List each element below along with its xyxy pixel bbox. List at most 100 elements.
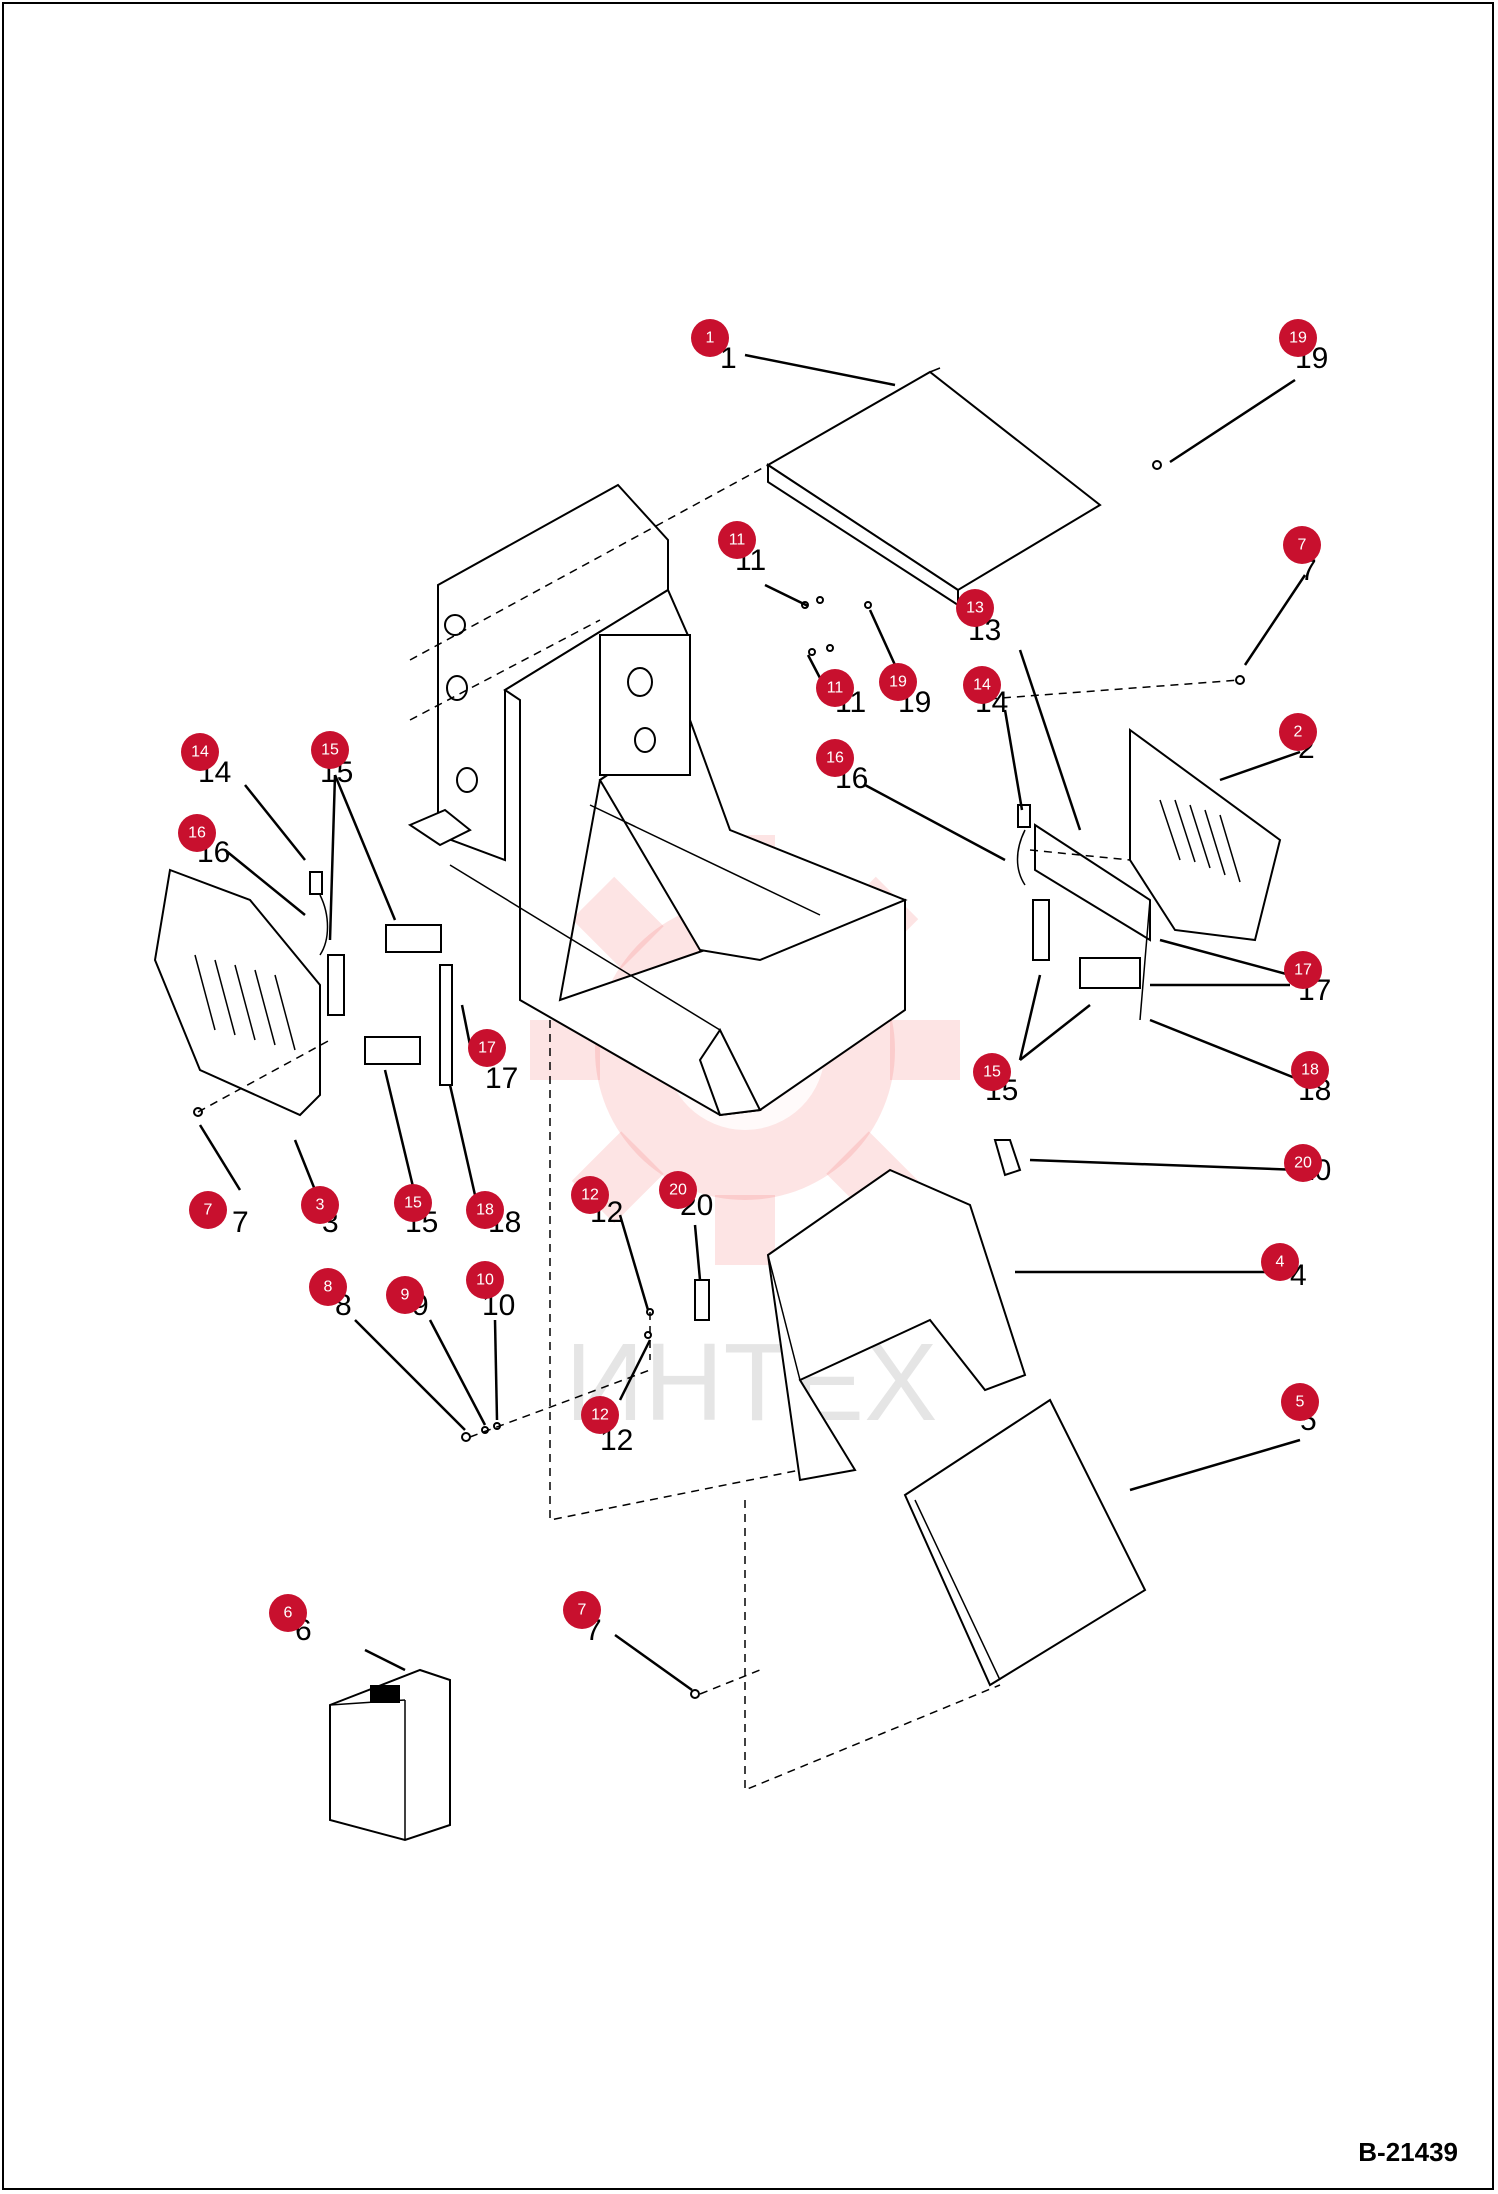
callout-5: 55: [1281, 1383, 1319, 1437]
callout-badge-number: 7: [204, 1202, 213, 1219]
callout-8: 88: [309, 1268, 352, 1322]
callout-badge[interactable]: [1284, 951, 1322, 989]
assembly-dashed-lines: [197, 464, 1241, 1792]
callout-badge-number: 10: [476, 1272, 494, 1289]
callout-badge[interactable]: [309, 1268, 347, 1306]
part-box: [329, 1668, 451, 1842]
callout-badge-number: 8: [324, 1279, 333, 1296]
part-left-hardware: [193, 871, 453, 1117]
callout-badge[interactable]: [181, 733, 219, 771]
callout-badge[interactable]: [178, 814, 216, 852]
callout-badge[interactable]: [1281, 1383, 1319, 1421]
callout-badge[interactable]: [581, 1396, 619, 1434]
callout-badge-number: 20: [669, 1182, 687, 1199]
callout-badge-number: 2: [1294, 724, 1303, 741]
callout-badge[interactable]: [468, 1029, 506, 1067]
part-plate: [903, 1398, 1147, 1687]
callout-badge-number: 7: [578, 1602, 587, 1619]
callout-4: 44: [1261, 1243, 1307, 1292]
callout-badge-number: 16: [826, 750, 844, 767]
callout-badge[interactable]: [1283, 526, 1321, 564]
callout-badge-number: 4: [1276, 1254, 1285, 1271]
callout-badge[interactable]: [311, 731, 349, 769]
part-right-side-panel: [1129, 728, 1282, 942]
callout-badge-number: 20: [1294, 1155, 1312, 1172]
callout-badge[interactable]: [386, 1276, 424, 1314]
callout-badge[interactable]: [1261, 1243, 1299, 1281]
callout-badge[interactable]: [718, 521, 756, 559]
callout-badge[interactable]: [189, 1191, 227, 1229]
callout-badge[interactable]: [816, 739, 854, 777]
callout-badge[interactable]: [394, 1184, 432, 1222]
callout-number: 7: [232, 1206, 249, 1239]
callout-badge[interactable]: [269, 1594, 307, 1632]
callout-badge-number: 19: [1289, 330, 1307, 347]
callout-7: 77: [563, 1591, 602, 1647]
callout-1: 11: [691, 319, 737, 375]
callout-badge-number: 5: [1296, 1394, 1305, 1411]
callout-badge-number: 14: [973, 677, 991, 694]
part-main-frame: [407, 483, 908, 1117]
callout-badge-number: 11: [729, 532, 746, 549]
drawing-id: B-21439: [1358, 2137, 1458, 2167]
callout-badge-number: 7: [1298, 537, 1307, 554]
part-fasteners: [461, 460, 1162, 1699]
callout-badge[interactable]: [659, 1171, 697, 1209]
part-lower-bracket: [766, 1168, 1027, 1482]
callout-badge[interactable]: [963, 666, 1001, 704]
callout-9: 99: [386, 1276, 429, 1322]
callout-badge[interactable]: [973, 1053, 1011, 1091]
callout-badge[interactable]: [301, 1186, 339, 1224]
callout-badge[interactable]: [879, 663, 917, 701]
callout-3: 33: [301, 1186, 339, 1239]
callout-badge[interactable]: [466, 1191, 504, 1229]
callout-badge-number: 17: [1294, 962, 1312, 979]
callout-badge-number: 16: [188, 825, 206, 842]
callout-badge[interactable]: [1291, 1051, 1329, 1089]
callout-badge[interactable]: [691, 319, 729, 357]
callout-badge[interactable]: [1284, 1144, 1322, 1182]
callout-badge[interactable]: [1279, 713, 1317, 751]
callout-badge[interactable]: [571, 1176, 609, 1214]
callout-badge-number: 14: [191, 744, 209, 761]
callout-2: 22: [1279, 713, 1317, 765]
callout-badge[interactable]: [1279, 319, 1317, 357]
leader-lines: [198, 353, 1307, 1692]
callout-badge[interactable]: [956, 589, 994, 627]
callout-badge-number: 9: [401, 1287, 410, 1304]
callout-6: 66: [269, 1594, 312, 1647]
callout-badge-number: 15: [404, 1195, 422, 1212]
callout-badge[interactable]: [563, 1591, 601, 1629]
callout-badge-number: 12: [581, 1187, 599, 1204]
callout-badge-number: 19: [889, 674, 907, 691]
callout-number: 17: [485, 1062, 518, 1095]
callout-badge-number: 6: [284, 1605, 293, 1622]
callout-badge-number: 15: [983, 1064, 1001, 1081]
callout-labels: 1119191111771313111119191414221616141415…: [178, 319, 1331, 1647]
part-left-side-panel: [153, 868, 321, 1117]
callout-badge-number: 18: [476, 1202, 494, 1219]
callout-badge-number: 15: [321, 742, 339, 759]
callout-badge-number: 11: [827, 680, 844, 697]
callout-badge[interactable]: [816, 669, 854, 707]
part-top-cover: [766, 367, 1102, 607]
callout-badge[interactable]: [466, 1261, 504, 1299]
